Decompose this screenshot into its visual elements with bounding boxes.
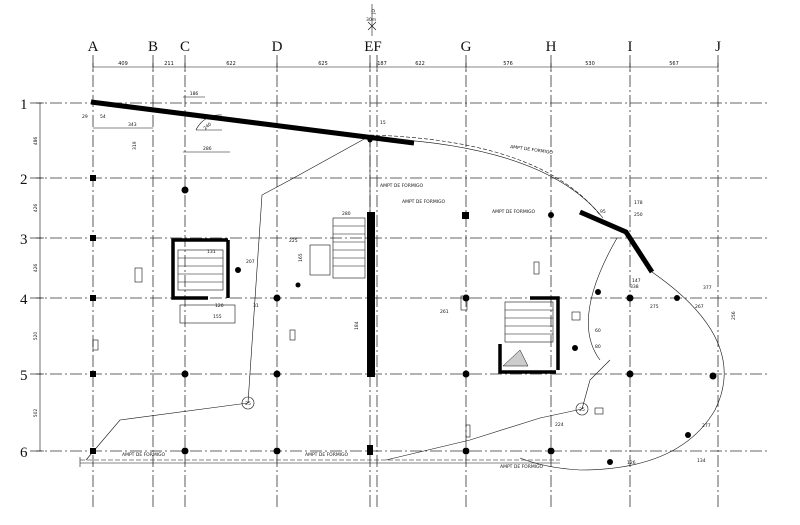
ramp-label: AMPT DE FORMIGO <box>122 452 166 458</box>
dimension-annotations: 186 29 54 343 319 286 240 15 280 250 225… <box>82 91 737 466</box>
dimension-text: 277 <box>702 423 711 429</box>
section-lines <box>85 137 611 461</box>
dimension-text: 319 <box>132 141 138 150</box>
column-label: C <box>180 39 190 55</box>
ramp-label: AMPT DE FORMIGO <box>380 183 424 189</box>
section-marker-text: 25 <box>245 401 251 407</box>
dimension-text: 622 <box>226 61 236 67</box>
row-label: 1 <box>20 97 28 113</box>
column-label: EF <box>364 39 382 55</box>
dimension-text: 178 <box>634 200 643 206</box>
dimension-text: 155 <box>213 314 222 320</box>
roof-edge <box>90 99 655 274</box>
column-grid-lines <box>92 55 719 510</box>
dimension-text: 186 <box>190 91 199 97</box>
dimension-text: 95 <box>600 209 606 215</box>
row-label: 2 <box>20 172 28 188</box>
ramp-label: AMPT DE FORMIGO <box>510 144 554 156</box>
ramp-label: AMPT DE FORMIGO <box>492 209 536 215</box>
dimension-text: 211 <box>164 61 174 67</box>
dimension-text: 31 <box>253 303 259 309</box>
dimension-text: 240 <box>202 121 213 131</box>
dimension-text: 54 <box>100 114 106 120</box>
dimension-text: 147 <box>632 278 641 284</box>
top-dimension-line: 409 211 622 625 187 622 576 530 567 <box>92 61 719 71</box>
row-labels: 1 2 3 4 5 6 <box>20 97 28 461</box>
ramp-label: AMPT DE FORMIGO <box>305 452 349 458</box>
column-label: J <box>715 39 721 55</box>
column-label: G <box>461 39 472 55</box>
dimension-text: 343 <box>128 122 137 128</box>
door-swing <box>195 114 223 131</box>
dimension-text: 426 <box>33 264 39 273</box>
north-sublabel: 30m <box>366 17 376 23</box>
dimension-text: 60 <box>595 328 601 334</box>
dimension-text: 225 <box>289 238 298 244</box>
row-label: 6 <box>20 445 28 461</box>
dimension-text: 250 <box>634 212 643 218</box>
dimension-text: 280 <box>342 211 351 217</box>
dimension-text: 224 <box>555 422 564 428</box>
dimension-text: 286 <box>203 146 212 152</box>
dimension-text: 80 <box>595 344 601 350</box>
dimension-text: 165 <box>298 253 304 262</box>
row-label: 4 <box>20 292 28 308</box>
dimension-text: 29 <box>82 114 88 120</box>
column-label: D <box>272 39 283 55</box>
dimension-text: 338 <box>630 284 639 290</box>
ramp-label: AMPT DE FORMIGO <box>500 464 544 470</box>
dimension-text: 120 <box>215 303 224 309</box>
dimension-text: 520 <box>33 332 39 341</box>
dimension-text: 187 <box>377 61 387 67</box>
dimension-text: 261 <box>440 309 449 315</box>
column-labels: A B C D EF G H I J <box>88 39 722 55</box>
dimension-text: 256 <box>731 311 737 320</box>
ramp-label: AMPT DE FORMIGO <box>402 199 446 205</box>
curved-outline <box>369 134 725 471</box>
dimension-text: 625 <box>318 61 328 67</box>
left-stair-core <box>171 238 236 324</box>
structural-columns <box>90 137 717 465</box>
dimension-text: 15 <box>380 120 386 126</box>
column-label: I <box>628 39 633 55</box>
dimension-text: 131 <box>207 249 216 255</box>
column-label: B <box>148 39 158 55</box>
dimension-text: 184 <box>354 321 360 330</box>
dimension-text: 377 <box>703 285 712 291</box>
door-tags <box>92 261 604 438</box>
row-label: 3 <box>20 232 28 248</box>
dimension-text: 134 <box>697 458 706 464</box>
section-marker-text: 25 <box>579 407 585 413</box>
dimension-text: 267 <box>695 304 704 310</box>
dimension-text: 126 <box>627 460 636 466</box>
bottom-ramp <box>79 457 560 467</box>
row-label: 5 <box>20 368 28 384</box>
column-label: H <box>546 39 557 55</box>
section-marker: 25 <box>575 402 589 416</box>
north-arrow: JD 30m <box>366 4 377 36</box>
dimension-text: 409 <box>118 61 128 67</box>
row-grid-lines <box>30 102 770 452</box>
dimension-text: 622 <box>415 61 425 67</box>
dimension-text: 426 <box>33 204 39 213</box>
dimension-text: 486 <box>33 137 39 146</box>
north-label: JD <box>371 9 377 15</box>
right-stair-core <box>498 296 560 374</box>
dimension-text: 567 <box>669 61 679 67</box>
central-core <box>309 140 375 377</box>
dimension-text: 502 <box>33 409 39 418</box>
dimension-text: 207 <box>246 259 255 265</box>
dimension-text: 576 <box>503 61 513 67</box>
column-label: A <box>88 39 99 55</box>
dimension-text: 275 <box>650 304 659 310</box>
section-marker: 25 <box>241 396 255 410</box>
left-dimension-line: 486 426 426 520 502 <box>33 102 44 452</box>
dimension-text: 530 <box>585 61 595 67</box>
